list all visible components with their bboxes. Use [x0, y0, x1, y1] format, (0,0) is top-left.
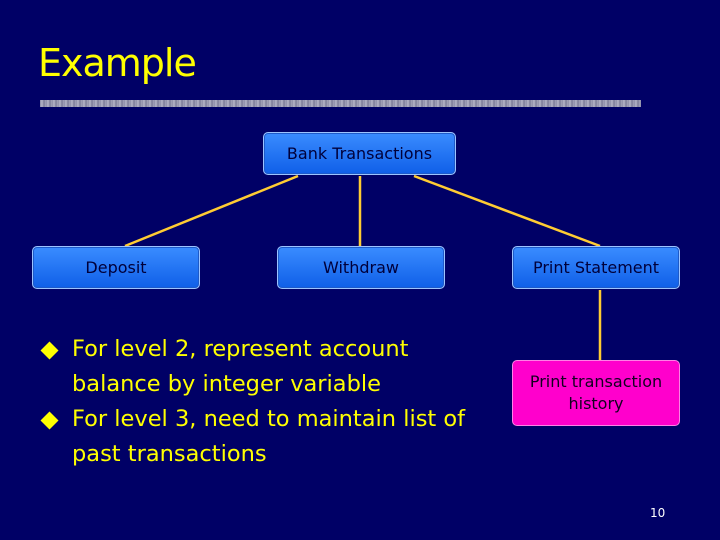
node-print-transaction-history: Print transaction history: [512, 360, 680, 426]
diamond-bullet-icon: [40, 402, 72, 472]
title-divider: [40, 100, 641, 107]
bullet-text: For level 2, represent account balance b…: [72, 336, 409, 397]
bullet-item: For level 2, represent account balance b…: [40, 332, 487, 402]
node-bank-transactions: Bank Transactions: [263, 132, 456, 175]
node-print-statement: Print Statement: [512, 246, 680, 289]
page-number: 10: [650, 506, 666, 520]
diamond-bullet-icon: [40, 332, 72, 402]
node-withdraw: Withdraw: [277, 246, 445, 289]
bullet-item: For level 3, need to maintain list of pa…: [40, 402, 487, 472]
slide-title: Example: [38, 41, 197, 85]
connector-root-deposit: [124, 174, 299, 248]
bullet-text: For level 3, need to maintain list of pa…: [72, 406, 466, 467]
node-deposit: Deposit: [32, 246, 200, 289]
connector-root-print-statement: [413, 174, 601, 248]
bullet-list: For level 2, represent account balance b…: [40, 332, 487, 472]
